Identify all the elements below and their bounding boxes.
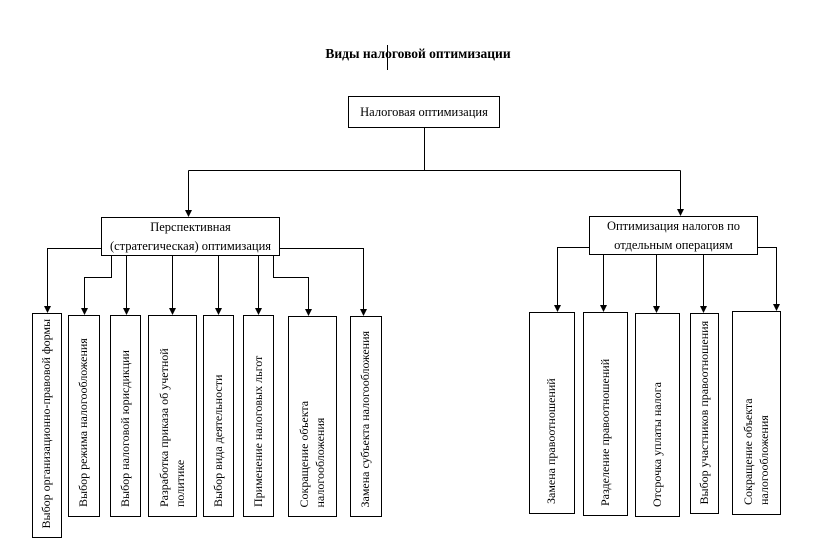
node-operations-branch-label: Оптимизация налогов по отдельным операци… [606, 219, 741, 252]
leaf-left-7: Сокращение объекта налогообложения [288, 316, 337, 517]
leaf-left-4: Разработка приказа об учетной политике [148, 315, 197, 517]
leaf-left-7-label: Сокращение объекта налогообложения [296, 400, 327, 507]
leaf-right-1: Замена правоотношений [529, 312, 575, 514]
leaf-left-1: Выбор организационно-правовой формы [32, 313, 62, 538]
leaf-right-1-label: Замена правоотношений [544, 378, 559, 504]
leaf-left-8-label: Замена субъекта налогообложения [358, 330, 373, 507]
leaf-right-5: Сокращение объекта налогообложения [732, 311, 781, 515]
leaf-right-3-label: Отсрочка уплаты налога [649, 382, 664, 507]
leaf-left-4-label: Разработка приказа об учетной политике [156, 348, 187, 507]
leaf-left-3-label: Выбор налоговой юрисдикции [117, 350, 132, 507]
leaf-right-2-label: Разделение правоотношений [597, 358, 612, 506]
leaf-right-3: Отсрочка уплаты налога [635, 313, 680, 517]
text-cursor [387, 45, 388, 70]
leaf-left-5-label: Выбор вида деятельности [210, 374, 225, 507]
leaf-right-5-label: Сокращение объекта налогообложения [740, 398, 771, 505]
leaf-right-4: Выбор участников правоотношения [690, 313, 719, 514]
leaf-left-6-label: Применение налоговых льгот [250, 355, 265, 507]
leaf-left-8: Замена субъекта налогообложения [350, 316, 382, 517]
node-strategic-branch: Перспективная (стратегическая) оптимизац… [101, 217, 280, 256]
leaf-left-2: Выбор режима налогообложения [68, 315, 100, 517]
node-strategic-branch-label: Перспективная (стратегическая) оптимизац… [109, 220, 272, 253]
node-root: Налоговая оптимизация [348, 96, 500, 128]
page-title: Виды налоговой оптимизации [325, 46, 511, 61]
leaf-left-3: Выбор налоговой юрисдикции [110, 315, 141, 517]
leaf-left-5: Выбор вида деятельности [203, 315, 234, 517]
node-root-label: Налоговая оптимизация [360, 104, 488, 119]
leaf-left-2-label: Выбор режима налогообложения [76, 338, 91, 507]
leaf-right-2: Разделение правоотношений [583, 312, 628, 516]
node-operations-branch: Оптимизация налогов по отдельным операци… [589, 216, 758, 255]
tree-edges [47, 128, 777, 310]
leaf-left-1-label: Выбор организационно-правовой формы [39, 318, 54, 528]
leaf-left-6: Применение налоговых льгот [243, 315, 274, 517]
leaf-right-4-label: Выбор участников правоотношения [696, 320, 711, 504]
